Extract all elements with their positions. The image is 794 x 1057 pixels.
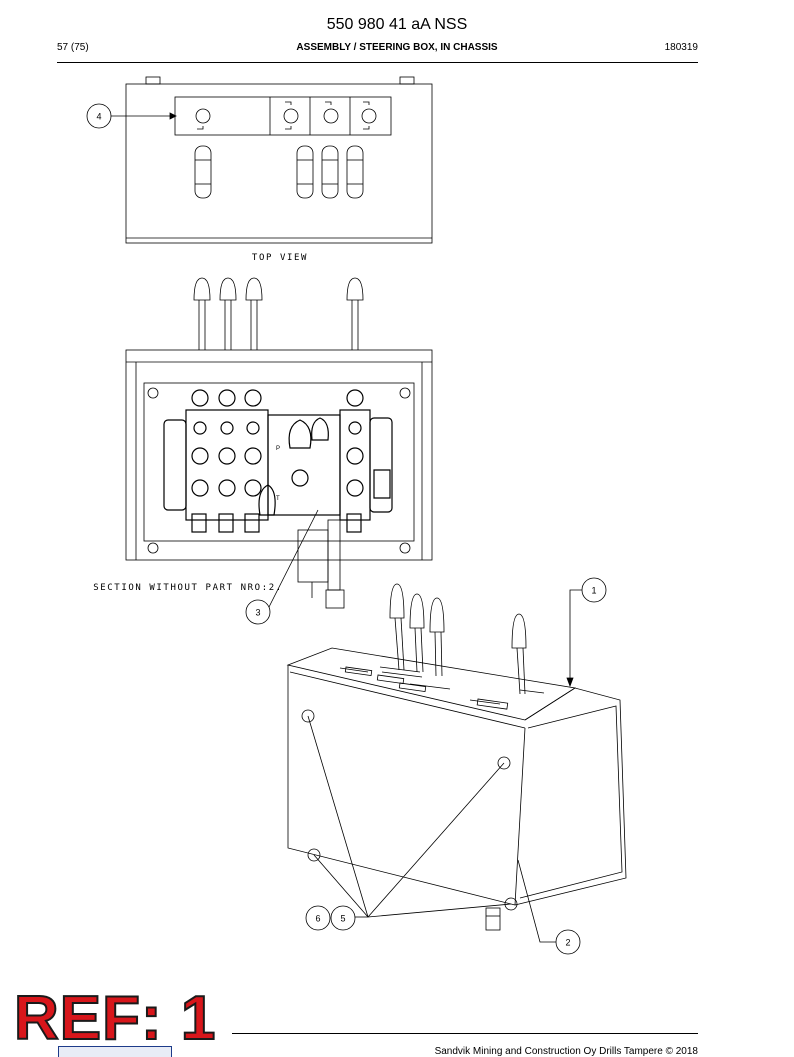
header-rule (57, 62, 698, 63)
ref-stamp: REF: 1 (13, 984, 217, 1053)
callout-4-label: 4 (96, 112, 101, 122)
callout-3-label: 3 (255, 608, 260, 618)
company-logo (58, 1046, 172, 1057)
callout-2-label: 2 (565, 938, 570, 948)
valve-bank (163, 389, 393, 533)
callout-6-label: 6 (315, 914, 320, 924)
iso-levers (389, 583, 527, 695)
top-view-label: TOP VIEW (252, 253, 308, 263)
port-label-t: T (276, 496, 280, 502)
callout-6 (305, 905, 331, 931)
date-code: 180319 (664, 42, 698, 53)
callout-1-label: 1 (591, 586, 596, 596)
isometric-box (286, 577, 627, 955)
page-title: ASSEMBLY / STEERING BOX, IN CHASSIS (296, 42, 498, 53)
section-levers (193, 277, 364, 350)
section-label: SECTION WITHOUT PART NRO:2. (93, 583, 283, 593)
top-view-levers (194, 145, 364, 199)
port-label-p: P (276, 446, 280, 452)
callout-3 (245, 599, 271, 625)
callout-5 (330, 905, 356, 931)
copyright-text: Sandvik Mining and Construction Oy Drill… (434, 1046, 698, 1057)
section-view: P T (125, 277, 433, 625)
callout-5-label: 5 (340, 914, 345, 924)
solenoid-valve (297, 519, 345, 609)
document-number: 550 980 41 aA NSS (326, 16, 468, 33)
top-view (86, 76, 433, 244)
page-indicator: 57 (75) (57, 42, 89, 53)
footer-rule (232, 1033, 698, 1034)
